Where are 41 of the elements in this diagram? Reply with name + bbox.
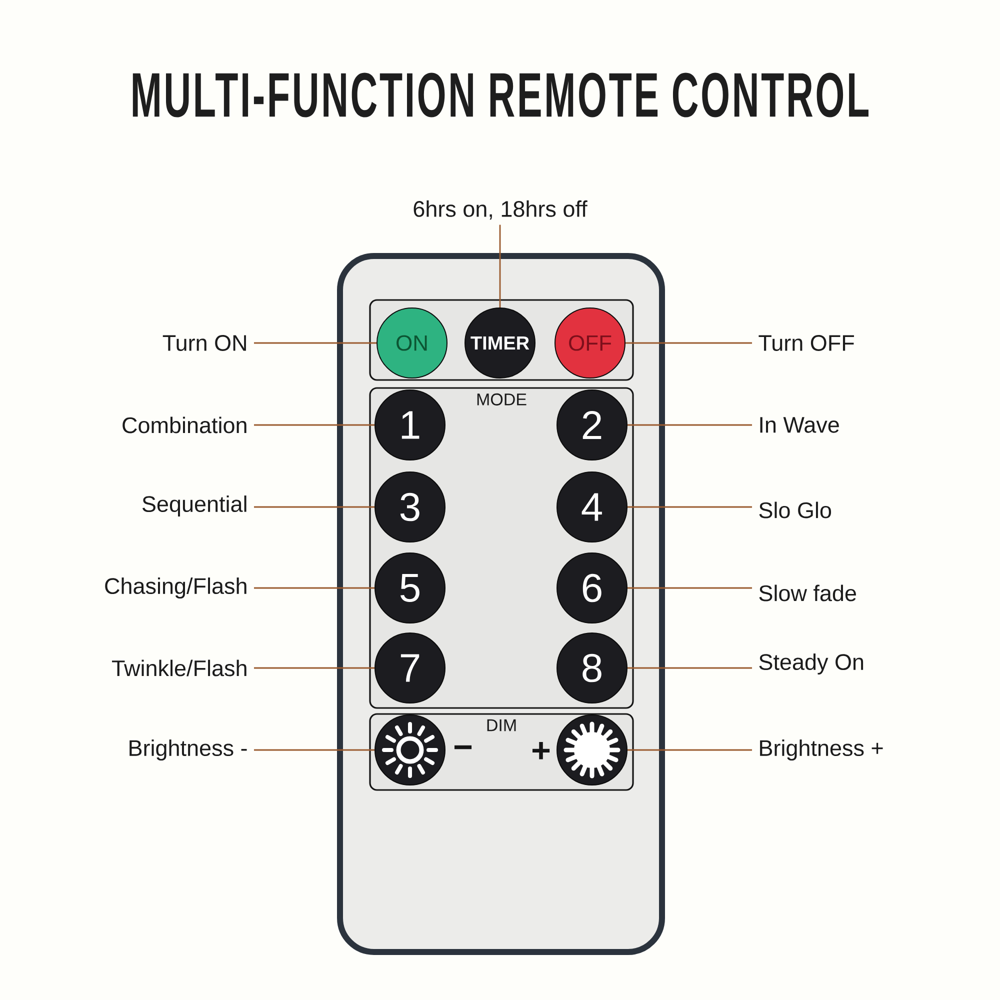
callout-label: Slo Glo — [759, 502, 832, 518]
round-button: 8 — [556, 632, 628, 704]
leader-line — [626, 342, 752, 344]
callout-label: Turn ON — [162, 335, 246, 351]
callout-label: Chasing/Flash — [105, 578, 246, 598]
callout-label: In Wave — [760, 417, 839, 433]
leader-line — [628, 749, 752, 751]
round-button: TIMER — [464, 308, 536, 378]
round-button: 5 — [374, 552, 446, 624]
round-button: OFF — [554, 308, 626, 378]
callout-label: Turn OFF — [758, 335, 854, 351]
leader-line — [254, 342, 376, 344]
callout-label: Sequential — [142, 496, 246, 516]
callout-label: 6hrs on, 18hrs off — [414, 200, 588, 220]
round-button: 7 — [374, 632, 446, 704]
round-button: 1 — [374, 390, 446, 460]
round-button: 4 — [556, 472, 628, 542]
leader-line — [254, 506, 374, 508]
leader-line — [254, 667, 374, 669]
leader-line — [628, 424, 752, 426]
title: MULTI-FUNCTION REMOTE CONTROL — [132, 72, 868, 118]
leader-line — [254, 749, 374, 751]
callout-label: Combination — [122, 416, 246, 434]
callout-label: Brightness - — [130, 740, 247, 760]
leader-line — [628, 587, 752, 589]
leader-line — [254, 424, 374, 426]
leader-line — [628, 506, 752, 508]
callout-label: Steady On — [759, 654, 864, 674]
callout-label: Twinkle/Flash — [112, 660, 246, 676]
round-button: ON — [376, 308, 448, 378]
round-button: 3 — [374, 472, 446, 542]
round-button — [374, 714, 446, 786]
minus-sign: − — [454, 745, 472, 750]
leader-line — [628, 667, 752, 669]
plus-sign: + — [532, 742, 550, 760]
callout-label: Brightness + — [760, 740, 883, 760]
callout-label: Slow fade — [759, 584, 856, 602]
round-button: 2 — [556, 390, 628, 460]
leader-line — [254, 587, 374, 589]
round-button: 6 — [556, 552, 628, 624]
leader-line — [499, 224, 501, 308]
